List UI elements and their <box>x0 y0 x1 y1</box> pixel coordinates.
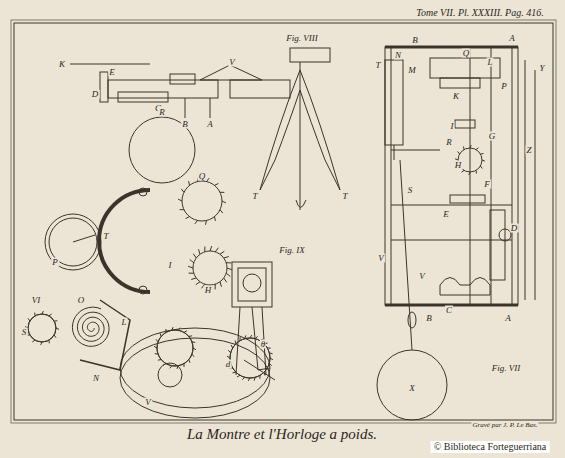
part-letter: Fig. VIII <box>285 34 319 43</box>
gear-wheel <box>193 251 227 285</box>
part-letter: D <box>510 224 519 233</box>
part-letter: T <box>102 232 109 241</box>
part-letter: K <box>58 60 66 69</box>
part-letter: P <box>51 258 59 267</box>
part-letter: d <box>225 360 232 369</box>
part-letter: Fig. IX <box>278 246 306 255</box>
part-letter: T <box>374 61 381 70</box>
part-letter: L <box>120 318 127 327</box>
part-letter: H <box>204 286 213 295</box>
part-letter: Q <box>198 172 207 181</box>
part-letter: V <box>418 272 426 281</box>
plate-caption: La Montre et l'Horloge a poids. <box>186 427 378 442</box>
fig-vii-clock <box>377 47 535 420</box>
plate-note: Tome VII. Pl. XXXIII. Pag. 416. <box>415 8 544 18</box>
part-letter: V <box>228 58 236 67</box>
part-letter: M <box>407 66 417 75</box>
wheel-R <box>129 117 195 183</box>
part-letter: Y <box>538 64 545 73</box>
part-letter: VI <box>31 296 42 305</box>
part-letter: A <box>504 314 512 323</box>
gear-wheel <box>28 314 56 342</box>
part-letter: B <box>411 36 419 45</box>
part-letter: θ <box>260 340 266 349</box>
fig-ix-clock <box>232 262 275 380</box>
gear-wheel <box>230 338 270 378</box>
wheel-train <box>70 64 290 118</box>
part-letter: I <box>168 261 173 270</box>
part-letter: P <box>500 82 508 91</box>
part-letter: V <box>377 254 385 263</box>
watch-movement <box>120 328 270 408</box>
part-letter: T <box>341 192 348 201</box>
part-letter: A <box>508 34 516 43</box>
part-letter: R <box>158 108 166 117</box>
part-letter: G <box>488 132 497 141</box>
gear-wheel <box>157 330 193 366</box>
part-letter: R <box>445 138 453 147</box>
gear-wheel <box>182 181 222 221</box>
part-letter: C <box>445 306 453 315</box>
part-letter: Fig. VII <box>491 364 522 373</box>
part-letter: A <box>206 120 214 129</box>
part-letter: K <box>452 92 460 101</box>
part-letter: S <box>407 186 414 195</box>
part-letter: S <box>21 328 28 337</box>
plate-note: Gravé par J. P. Le Bas. <box>471 422 538 429</box>
part-letter: I <box>450 122 455 131</box>
part-letter: B <box>425 314 433 323</box>
plate-note: © Biblioteca Forteguerriana <box>431 441 550 453</box>
part-letter: Z <box>525 146 532 155</box>
plate-frame <box>14 23 553 420</box>
part-letter: Q <box>462 49 471 58</box>
part-letter: H <box>454 161 463 170</box>
part-letter: X <box>408 384 416 393</box>
part-letter: V <box>144 398 152 407</box>
cock-T <box>99 190 150 292</box>
part-letter: D <box>91 90 100 99</box>
part-letter: B <box>181 120 189 129</box>
part-letter: N <box>92 374 100 383</box>
part-letter: L <box>486 58 493 67</box>
part-letter: E <box>108 68 116 77</box>
part-letter: N <box>394 51 402 60</box>
part-letter: T <box>251 192 258 201</box>
hairspring <box>72 307 109 346</box>
part-letter: O <box>77 296 86 305</box>
part-letter: E <box>442 210 450 219</box>
fig-viii-escapement <box>260 48 340 210</box>
part-letter: F <box>483 180 491 189</box>
